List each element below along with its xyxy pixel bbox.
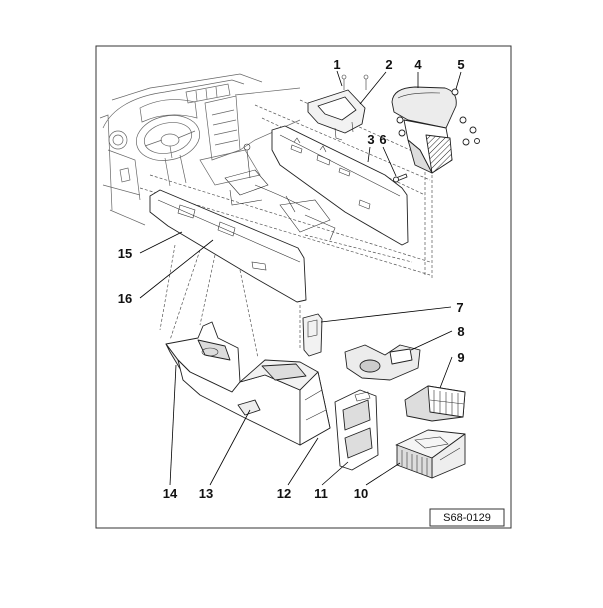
- callout-8: 8: [457, 324, 464, 339]
- air-vent-9: [404, 385, 466, 422]
- callout-4: 4: [414, 57, 422, 72]
- right-side-panel: [271, 125, 409, 246]
- leader-line-1: [336, 70, 343, 87]
- dashboard-outline: [99, 73, 301, 226]
- tray-8: [344, 344, 421, 381]
- callout-15: 15: [118, 246, 132, 261]
- leader-line-16: [139, 239, 214, 299]
- screws-1: [341, 74, 369, 90]
- callout-12: 12: [277, 486, 291, 501]
- leader-line-6: [382, 146, 397, 177]
- leader-line-12: [287, 437, 319, 486]
- callout-2: 2: [385, 57, 392, 72]
- callout-16: 16: [118, 291, 132, 306]
- leader-line-15: [139, 231, 183, 254]
- leader-line-9: [439, 356, 453, 389]
- leader-line-14: [169, 364, 177, 486]
- callout-11: 11: [314, 486, 328, 501]
- leader-line-13: [209, 409, 251, 486]
- callout-6: 6: [379, 132, 386, 147]
- leader-line-10: [365, 462, 401, 486]
- armrest: [391, 86, 457, 174]
- screws-5: [396, 88, 480, 146]
- callout-9: 9: [457, 350, 464, 365]
- left-side-panel: [149, 189, 307, 303]
- callout-7: 7: [456, 300, 463, 315]
- leader-line-8: [410, 330, 453, 351]
- callout-1: 1: [333, 57, 340, 72]
- leader-line-3: [367, 146, 371, 163]
- callout-14: 14: [163, 486, 178, 501]
- console-trim-frame: [307, 89, 366, 141]
- callout-labels: 1 2 3 4 5 6 7 8 9 10 11 12 13 14 15 16: [118, 57, 465, 501]
- leader-lines: [139, 70, 462, 486]
- assembly-lines: [139, 99, 433, 359]
- leader-line-2: [359, 71, 387, 105]
- leader-line-11: [321, 461, 349, 486]
- figure-code: S68-0129: [443, 512, 491, 524]
- center-console: [165, 321, 331, 446]
- bracket-7: [302, 313, 323, 357]
- leader-line-7: [320, 306, 452, 323]
- callout-10: 10: [354, 486, 368, 501]
- callout-3: 3: [367, 132, 374, 147]
- screw-6: [393, 173, 408, 183]
- drawer-10: [395, 429, 466, 479]
- shifter-mechanism: [224, 143, 336, 241]
- callout-13: 13: [199, 486, 213, 501]
- callout-5: 5: [457, 57, 464, 72]
- leader-line-5: [455, 71, 462, 90]
- figure-code-box: S68-0129: [429, 508, 505, 527]
- trim-frame-11: [334, 389, 379, 471]
